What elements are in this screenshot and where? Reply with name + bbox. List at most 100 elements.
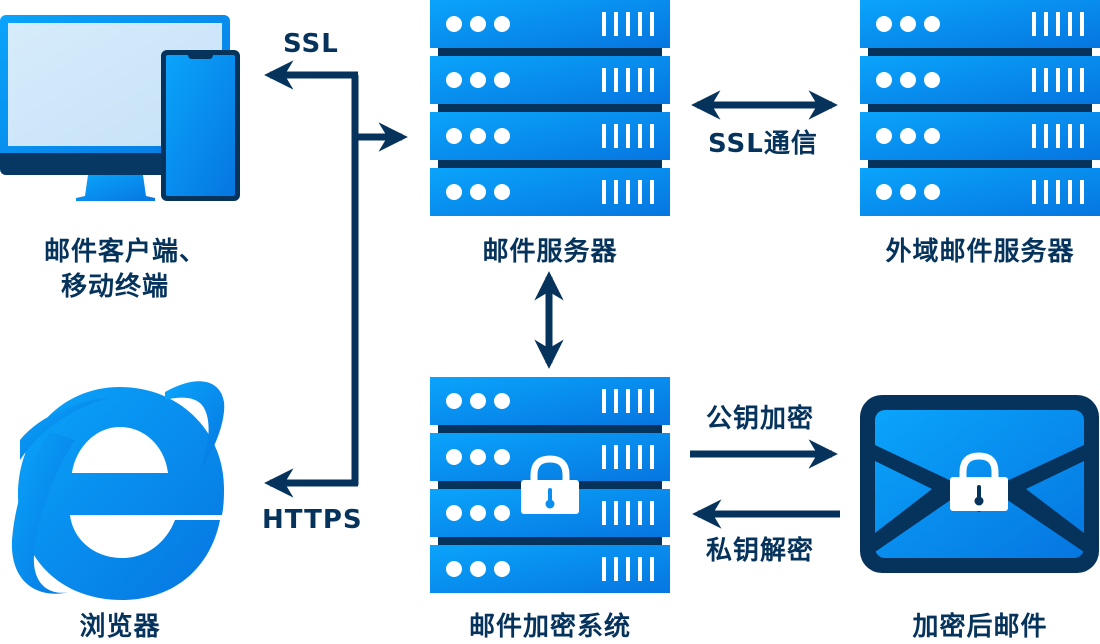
vent-slot [1068, 124, 1072, 148]
vent-slot [650, 124, 654, 148]
ssl-label: SSL [283, 29, 339, 59]
vent-slot [1044, 12, 1048, 36]
desktop-and-phone-icon [0, 15, 240, 201]
vent-slot [650, 557, 654, 581]
encryption-system-label: 邮件加密系统 [468, 612, 631, 642]
status-light-icon [446, 393, 462, 409]
vent-slot [626, 445, 630, 469]
vent-slot [638, 68, 642, 92]
status-light-icon [470, 128, 486, 144]
server-unit [860, 56, 1100, 104]
vent-slot [1068, 12, 1072, 36]
rack-separator [438, 425, 662, 433]
server-unit [430, 545, 670, 593]
vent-slot [614, 389, 618, 413]
status-light-icon [446, 128, 462, 144]
server-unit [430, 112, 670, 160]
ssl-https-connector [264, 60, 408, 498]
status-light-icon [470, 72, 486, 88]
vent-slot [602, 389, 606, 413]
status-light-icon [470, 561, 486, 577]
status-light-icon [494, 449, 510, 465]
mail-server-icon [430, 0, 670, 216]
server-unit [430, 0, 670, 48]
vent-slot [626, 389, 630, 413]
status-light-icon [924, 184, 940, 200]
vent-slot [1080, 180, 1084, 204]
status-light-icon [470, 393, 486, 409]
vent-slot [638, 501, 642, 525]
vent-slot [626, 501, 630, 525]
status-light-icon [494, 393, 510, 409]
vent-slot [626, 180, 630, 204]
vent-slot [1056, 12, 1060, 36]
vent-slot [1080, 12, 1084, 36]
status-light-icon [900, 128, 916, 144]
status-light-icon [494, 184, 510, 200]
status-light-icon [446, 505, 462, 521]
vent-slot [602, 180, 606, 204]
status-light-icon [470, 16, 486, 32]
vent-slot [1056, 68, 1060, 92]
vent-slot [638, 12, 642, 36]
encrypted-mail-label: 加密后邮件 [912, 612, 1048, 642]
mobile-phone-icon [161, 50, 240, 201]
vent-slot [602, 557, 606, 581]
padlock-icon [521, 455, 579, 514]
rack-separator [868, 160, 1092, 168]
vent-slot [626, 68, 630, 92]
rack-separator [438, 160, 662, 168]
vent-slot [1032, 12, 1036, 36]
server-unit [430, 168, 670, 216]
status-light-icon [494, 72, 510, 88]
vent-slot [614, 12, 618, 36]
vent-slot [1044, 180, 1048, 204]
status-light-icon [494, 561, 510, 577]
internet-explorer-icon [11, 381, 225, 600]
vent-slot [626, 557, 630, 581]
server-unit [860, 112, 1100, 160]
status-light-icon [900, 72, 916, 88]
vent-slot [650, 501, 654, 525]
client-label-line2: 移动终端 [60, 272, 169, 302]
private-key-decrypt-label: 私钥解密 [706, 536, 815, 566]
status-light-icon [900, 184, 916, 200]
status-light-icon [494, 16, 510, 32]
vent-slot [1032, 124, 1036, 148]
server-unit [430, 377, 670, 425]
vent-slot [602, 501, 606, 525]
vent-slot [614, 557, 618, 581]
client-label-line1: 邮件客户端、 [43, 237, 206, 267]
status-light-icon [924, 128, 940, 144]
vent-slot [614, 68, 618, 92]
server-unit [860, 0, 1100, 48]
server-unit [430, 56, 670, 104]
encryption-server-icon [430, 377, 670, 593]
padlock-icon [950, 452, 1008, 511]
vent-slot [602, 12, 606, 36]
https-label: HTTPS [262, 505, 363, 535]
vent-slot [638, 124, 642, 148]
vent-slot [602, 445, 606, 469]
vent-slot [602, 68, 606, 92]
status-light-icon [470, 449, 486, 465]
status-light-icon [470, 505, 486, 521]
vent-slot [1056, 124, 1060, 148]
status-light-icon [446, 449, 462, 465]
vent-slot [1068, 180, 1072, 204]
vent-slot [650, 12, 654, 36]
rack-separator [438, 104, 662, 112]
status-light-icon [876, 72, 892, 88]
status-light-icon [446, 72, 462, 88]
vent-slot [638, 445, 642, 469]
vent-slot [614, 180, 618, 204]
vent-slot [626, 12, 630, 36]
vent-slot [614, 445, 618, 469]
vent-slot [1044, 124, 1048, 148]
external-server-icon [860, 0, 1100, 216]
vent-slot [1080, 68, 1084, 92]
rack-separator [438, 537, 662, 545]
public-key-encrypt-label: 公钥加密 [706, 404, 815, 434]
external-server-label: 外域邮件服务器 [885, 237, 1075, 267]
